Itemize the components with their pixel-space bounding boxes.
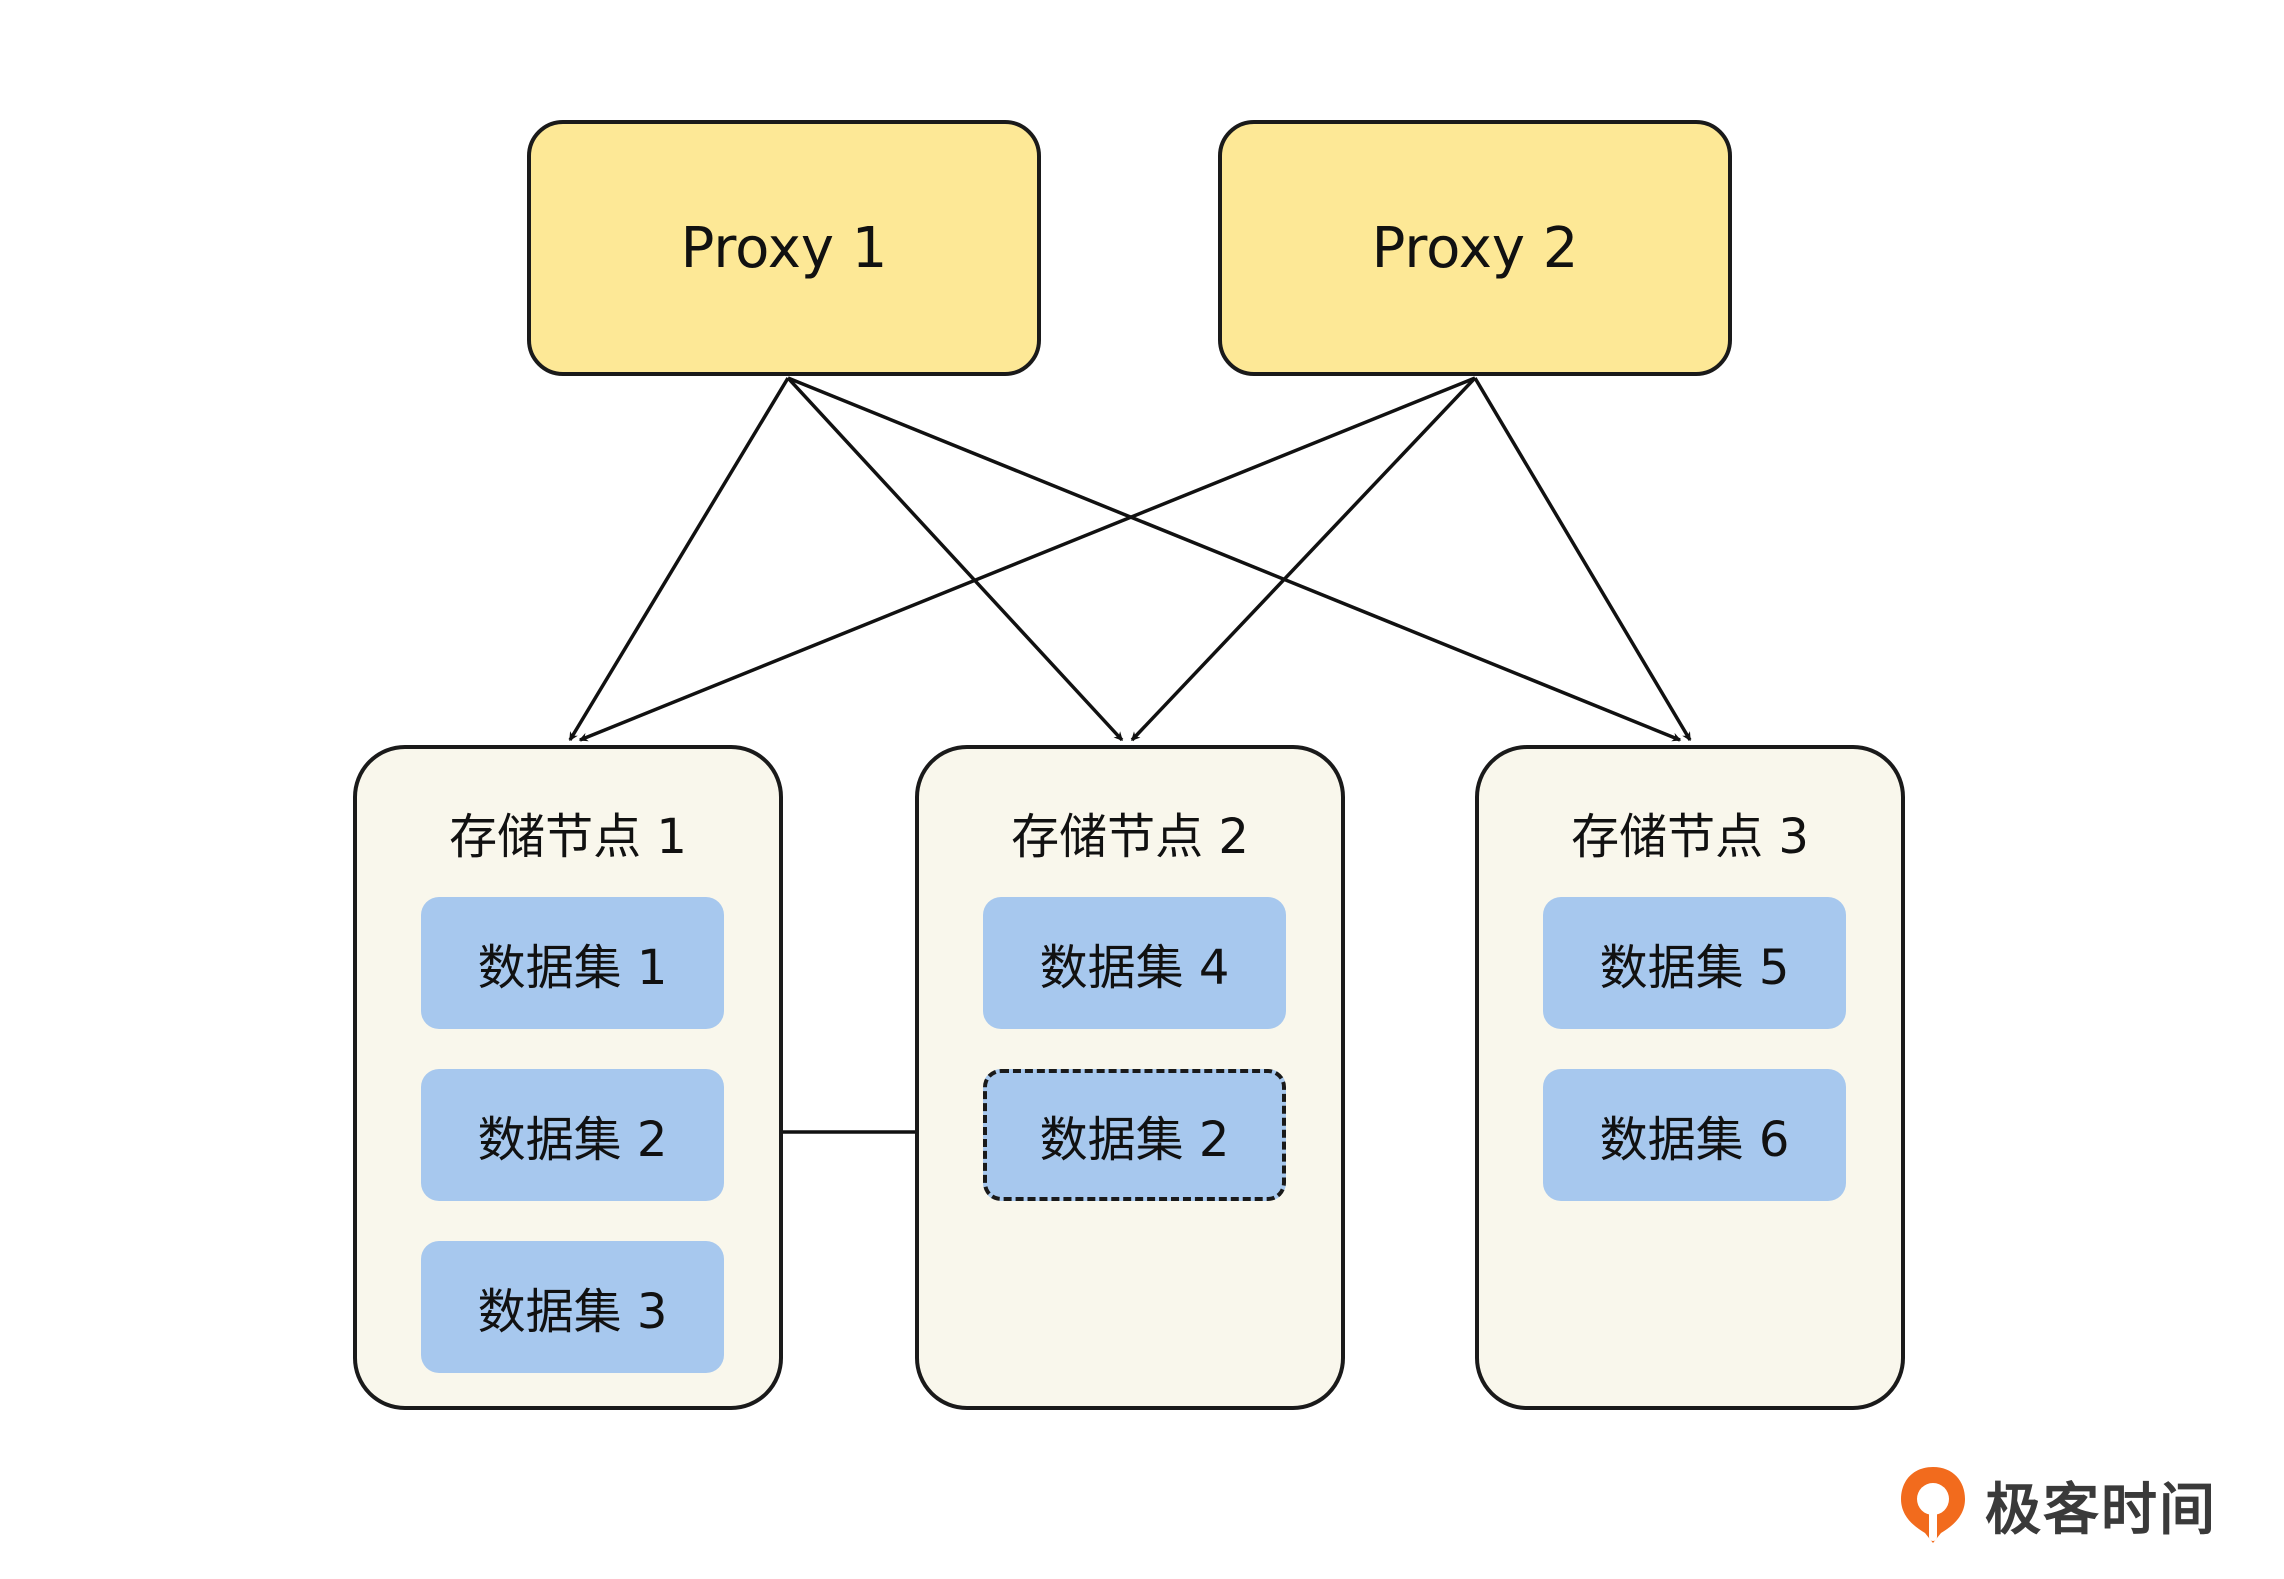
dataset-2-replica-label: 数据集 2 xyxy=(1039,1112,1230,1168)
dataset-3-label: 数据集 3 xyxy=(477,1284,668,1340)
proxy-2-box: Proxy 2 xyxy=(1218,120,1732,376)
edge-proxy2-node1 xyxy=(578,376,1476,742)
storage-node-2-title: 存储节点 2 xyxy=(1011,809,1249,865)
geektime-logo-icon xyxy=(1901,1467,1965,1543)
edge-proxy2-node2 xyxy=(1130,376,1477,742)
geektime-logo: 极客时间 xyxy=(1895,1460,2225,1550)
dataset-1-label: 数据集 1 xyxy=(477,940,668,996)
proxy-1-label: Proxy 1 xyxy=(680,215,888,281)
dataset-4: 数据集 4 xyxy=(983,897,1286,1029)
proxy-1-box: Proxy 1 xyxy=(527,120,1041,376)
dataset-3: 数据集 3 xyxy=(421,1241,724,1373)
dataset-2-primary-label: 数据集 2 xyxy=(477,1112,668,1168)
storage-node-2: 存储节点 2 数据集 4 数据集 2 xyxy=(915,745,1345,1410)
dataset-5: 数据集 5 xyxy=(1543,897,1846,1029)
edge-proxy2-node3 xyxy=(1473,377,1692,742)
dataset-1: 数据集 1 xyxy=(421,897,724,1029)
storage-node-1: 存储节点 1 数据集 1 数据集 2 数据集 3 xyxy=(353,745,783,1410)
storage-node-3-title: 存储节点 3 xyxy=(1571,809,1809,865)
dataset-2-primary: 数据集 2 xyxy=(421,1069,724,1201)
edge-proxy1-node3 xyxy=(787,376,1682,742)
dataset-2-replica: 数据集 2 xyxy=(983,1069,1286,1201)
dataset-6: 数据集 6 xyxy=(1543,1069,1846,1201)
dataset-5-label: 数据集 5 xyxy=(1599,940,1790,996)
dataset-4-label: 数据集 4 xyxy=(1039,940,1230,996)
edge-proxy1-node2 xyxy=(786,376,1124,742)
geektime-logo-text: 极客时间 xyxy=(1985,1477,2217,1543)
proxy-2-label: Proxy 2 xyxy=(1371,215,1579,281)
storage-node-3: 存储节点 3 数据集 5 数据集 6 xyxy=(1475,745,1905,1410)
edge-proxy1-node1 xyxy=(568,377,790,742)
storage-node-1-title: 存储节点 1 xyxy=(449,809,687,865)
dataset-6-label: 数据集 6 xyxy=(1599,1112,1790,1168)
